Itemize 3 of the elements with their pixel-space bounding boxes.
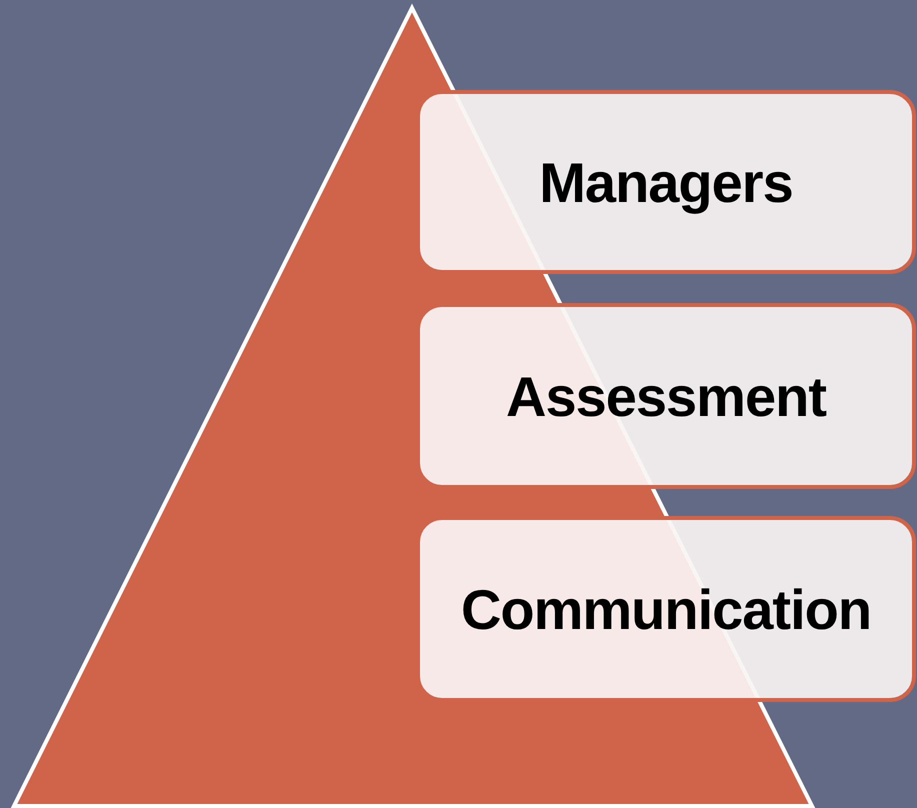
level-label: Managers (539, 150, 793, 214)
level-label: Assessment (506, 364, 826, 428)
level-label: Communication (460, 576, 872, 642)
